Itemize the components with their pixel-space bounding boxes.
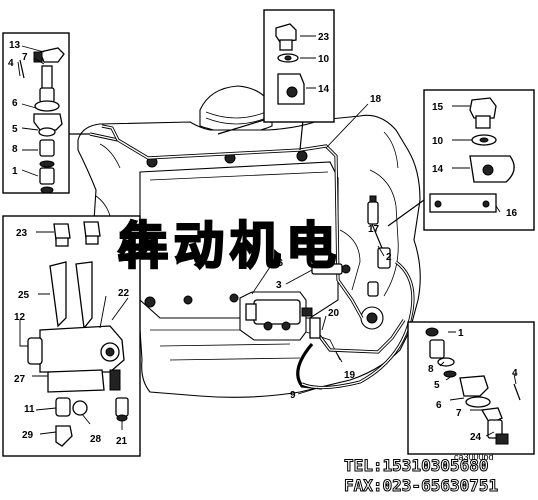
callout-4: 4 (8, 58, 14, 69)
callout-29: 29 (22, 430, 34, 441)
pressure-pipe-18 (89, 124, 364, 319)
callout-10: 10 (318, 54, 330, 65)
callout-26: 26 (272, 258, 284, 269)
callout-14: 14 (318, 84, 330, 95)
callout-5-right: 5 (434, 380, 440, 391)
callout-2: 2 (386, 252, 392, 263)
callout-7: 7 (22, 52, 28, 63)
callout-27: 27 (14, 374, 26, 385)
callout-23: 23 (318, 32, 330, 43)
callout-9: 9 (290, 390, 296, 401)
callout-1: 1 (12, 166, 18, 177)
hose-9 (301, 260, 415, 390)
callout-14-right: 14 (432, 164, 444, 175)
drawing-code: ca3000pd (454, 452, 494, 462)
callout-17: 17 (368, 224, 380, 235)
callout-5: 5 (12, 124, 18, 135)
callout-13: 13 (9, 40, 21, 51)
callout-6-right: 6 (436, 400, 442, 411)
engine-block (77, 85, 421, 398)
contact-fax: FAX:023-65630751 (343, 476, 499, 496)
callout-12: 12 (14, 312, 26, 323)
callout-8: 8 (12, 144, 18, 155)
inset-right-bottom (407, 321, 535, 455)
fitting-3 (311, 263, 351, 275)
oil-pipe-19 (296, 319, 406, 390)
callout-3: 3 (276, 280, 282, 291)
callout-16: 16 (506, 208, 518, 219)
callout-15: 15 (432, 102, 444, 113)
callout-22: 22 (118, 288, 130, 299)
inset-top-left (2, 32, 70, 194)
callout-labels: 13 7 4 6 5 8 1 23 10 14 15 10 14 16 18 1… (8, 32, 518, 462)
callout-28: 28 (90, 434, 102, 445)
inset-top-right (423, 89, 535, 231)
inset-top-center (263, 9, 335, 123)
callout-18: 18 (370, 94, 382, 105)
callout-25: 25 (18, 290, 30, 301)
unit-26-on-engine (239, 291, 321, 341)
callout-7-right: 7 (456, 408, 462, 419)
callout-24: 24 (470, 432, 482, 443)
inset-left (2, 215, 141, 457)
pressure-sensor-17 (367, 195, 391, 297)
callout-8-right: 8 (428, 364, 434, 375)
callout-6: 6 (12, 98, 18, 109)
callout-21: 21 (116, 436, 128, 447)
callout-10-right: 10 (432, 136, 444, 147)
callout-4-right: 4 (512, 368, 518, 379)
callout-19: 19 (344, 370, 356, 381)
callout-1-right: 1 (458, 328, 464, 339)
watermark: 犇动机电 (117, 216, 342, 277)
callout-11: 11 (24, 404, 35, 415)
callout-20: 20 (328, 308, 340, 319)
contact-tel: TEL:15310305680 (344, 456, 489, 476)
callout-23-left: 23 (16, 228, 28, 239)
